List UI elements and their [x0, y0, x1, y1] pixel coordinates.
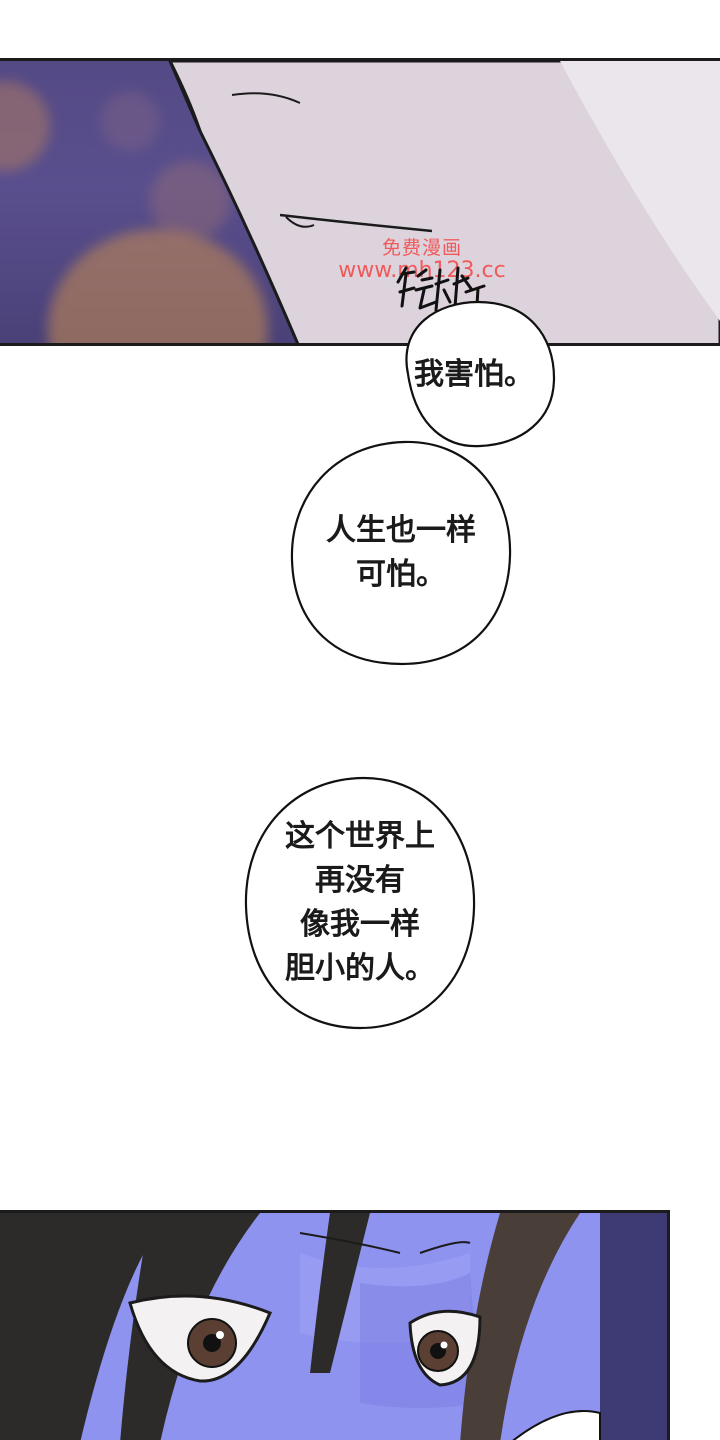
bubble-outline	[405, 300, 556, 448]
bubble-line: 这个世界上	[285, 819, 435, 854]
face-closeup-illustration	[168, 61, 720, 343]
eyes-closeup-illustration	[0, 1213, 667, 1440]
bubble-line: 人生也一样	[326, 513, 476, 548]
bubble-text: 这个世界上 再没有 像我一样 胆小的人。	[240, 772, 480, 1034]
watermark-title: 免费漫画	[381, 237, 462, 259]
top-panel: 免费漫画 www.mh123.cc	[0, 58, 720, 346]
bottom-panel	[0, 1210, 670, 1440]
bubble-line: 可怕。	[356, 557, 446, 592]
bubble-outline	[244, 776, 476, 1030]
sound-effect-icon	[396, 266, 486, 324]
speech-bubble: 我害怕。	[388, 296, 560, 454]
bubble-outline	[290, 440, 512, 666]
bokeh-light	[150, 161, 230, 241]
bokeh-light	[100, 91, 160, 151]
bubble-line: 胆小的人。	[285, 951, 435, 986]
bubble-text: 人生也一样 可怕。	[286, 436, 516, 670]
bubble-line: 像我一样	[300, 907, 420, 942]
bubble-line: 我害怕。	[414, 357, 534, 392]
bubble-line: 再没有	[315, 863, 405, 898]
speech-bubble: 这个世界上 再没有 像我一样 胆小的人。	[240, 772, 480, 1034]
bubble-text: 我害怕。	[388, 296, 560, 454]
speech-bubble: 人生也一样 可怕。	[286, 436, 516, 670]
